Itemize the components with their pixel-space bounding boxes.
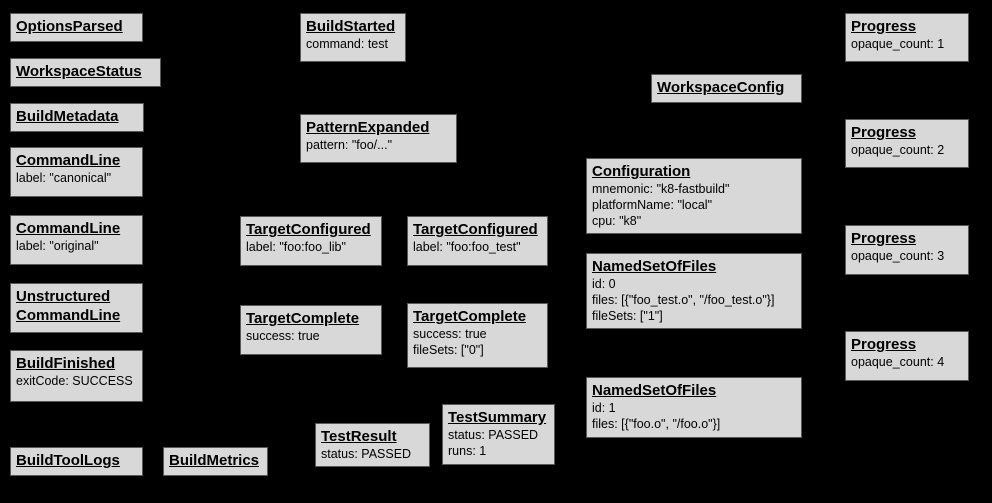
node-progress-1: Progress opaque_count: 1 bbox=[845, 13, 969, 62]
node-field: fileSets: ["0"] bbox=[413, 343, 484, 357]
node-title: TargetComplete bbox=[246, 310, 360, 327]
node-named-set-of-files-1: NamedSetOfFiles id: 1 files: [{"foo.o", "/… bbox=[586, 377, 802, 438]
node-field: cpu: "k8" bbox=[592, 214, 642, 228]
node-target-configured-foo-lib: TargetConfigured label: "foo:foo_lib" bbox=[240, 216, 382, 266]
node-field: files: [{"foo.o", "/foo.o"}] bbox=[592, 417, 721, 431]
node-field: id: 1 bbox=[592, 401, 616, 415]
node-field: fileSets: ["1"] bbox=[592, 309, 663, 323]
node-title: PatternExpanded bbox=[306, 119, 430, 136]
node-command-line-canonical: CommandLine label: "canonical" bbox=[10, 147, 143, 197]
node-title: OptionsParsed bbox=[16, 18, 123, 35]
node-field: success: true bbox=[246, 329, 320, 343]
node-target-complete-foo-test: TargetComplete success: true fileSets: ["0… bbox=[407, 303, 548, 368]
node-title: TargetComplete bbox=[413, 308, 527, 325]
node-title: BuildFinished bbox=[16, 355, 116, 372]
node-progress-4: Progress opaque_count: 4 bbox=[845, 331, 969, 381]
node-title: BuildMetadata bbox=[16, 108, 119, 125]
node-build-finished: BuildFinished exitCode: SUCCESS bbox=[10, 350, 143, 402]
node-title: TestSummary bbox=[448, 409, 547, 426]
node-field: exitCode: SUCCESS bbox=[16, 374, 133, 388]
node-progress-3: Progress opaque_count: 3 bbox=[845, 225, 969, 275]
node-title: BuildMetrics bbox=[169, 452, 260, 469]
node-field: label: "canonical" bbox=[16, 171, 112, 185]
node-title: Unstructured bbox=[16, 288, 111, 305]
node-field: status: PASSED bbox=[321, 447, 412, 461]
node-build-metadata: BuildMetadata bbox=[10, 103, 144, 132]
node-title: Configuration bbox=[592, 163, 691, 180]
node-field: label: "foo:foo_test" bbox=[413, 240, 521, 254]
node-field: command: test bbox=[306, 37, 388, 51]
node-build-started: BuildStarted command: test bbox=[300, 13, 406, 62]
node-workspace-status: WorkspaceStatus bbox=[10, 58, 161, 87]
node-test-summary: TestSummary status: PASSED runs: 1 bbox=[442, 404, 555, 465]
node-field: opaque_count: 1 bbox=[851, 37, 945, 51]
node-field: runs: 1 bbox=[448, 444, 487, 458]
node-build-tool-logs: BuildToolLogs bbox=[10, 447, 143, 476]
node-named-set-of-files-0: NamedSetOfFiles id: 0 files: [{"foo_test.o… bbox=[586, 253, 802, 329]
node-pattern-expanded: PatternExpanded pattern: "foo/..." bbox=[300, 114, 457, 163]
node-command-line-original: CommandLine label: "original" bbox=[10, 215, 143, 265]
node-title: Progress bbox=[851, 124, 917, 141]
node-title: NamedSetOfFiles bbox=[592, 382, 717, 399]
node-title: TargetConfigured bbox=[246, 221, 371, 238]
node-target-complete-foo-lib: TargetComplete success: true bbox=[240, 305, 382, 355]
node-title: Progress bbox=[851, 18, 917, 35]
node-progress-2: Progress opaque_count: 2 bbox=[845, 119, 969, 168]
node-title: CommandLine bbox=[16, 220, 121, 237]
node-test-result: TestResult status: PASSED bbox=[315, 423, 430, 467]
node-title: BuildToolLogs bbox=[16, 452, 120, 469]
node-options-parsed: OptionsParsed bbox=[10, 13, 143, 42]
node-configuration: Configuration mnemonic: "k8-fastbuild" pla… bbox=[586, 158, 802, 234]
node-title: WorkspaceConfig bbox=[657, 79, 785, 96]
node-field: files: [{"foo_test.o", "/foo_test.o"}] bbox=[592, 293, 775, 307]
node-field: opaque_count: 3 bbox=[851, 249, 945, 263]
node-title: BuildStarted bbox=[306, 18, 396, 35]
node-title: TestResult bbox=[321, 428, 397, 445]
node-field: opaque_count: 4 bbox=[851, 355, 945, 369]
node-field: status: PASSED bbox=[448, 428, 539, 442]
node-title: Progress bbox=[851, 230, 917, 247]
node-title: CommandLine bbox=[16, 307, 121, 324]
node-build-metrics: BuildMetrics bbox=[163, 447, 268, 476]
node-title: CommandLine bbox=[16, 152, 121, 169]
node-field: id: 0 bbox=[592, 277, 616, 291]
node-title: NamedSetOfFiles bbox=[592, 258, 717, 275]
node-field: label: "foo:foo_lib" bbox=[246, 240, 346, 254]
node-workspace-config: WorkspaceConfig bbox=[651, 74, 802, 103]
node-field: label: "original" bbox=[16, 239, 99, 253]
node-field: success: true bbox=[413, 327, 487, 341]
node-target-configured-foo-test: TargetConfigured label: "foo:foo_test" bbox=[407, 216, 548, 266]
node-title: WorkspaceStatus bbox=[16, 63, 142, 80]
node-field: opaque_count: 2 bbox=[851, 143, 945, 157]
node-field: pattern: "foo/..." bbox=[306, 138, 393, 152]
node-field: platformName: "local" bbox=[592, 198, 713, 212]
node-title: TargetConfigured bbox=[413, 221, 538, 238]
node-field: mnemonic: "k8-fastbuild" bbox=[592, 182, 730, 196]
node-title: Progress bbox=[851, 336, 917, 353]
